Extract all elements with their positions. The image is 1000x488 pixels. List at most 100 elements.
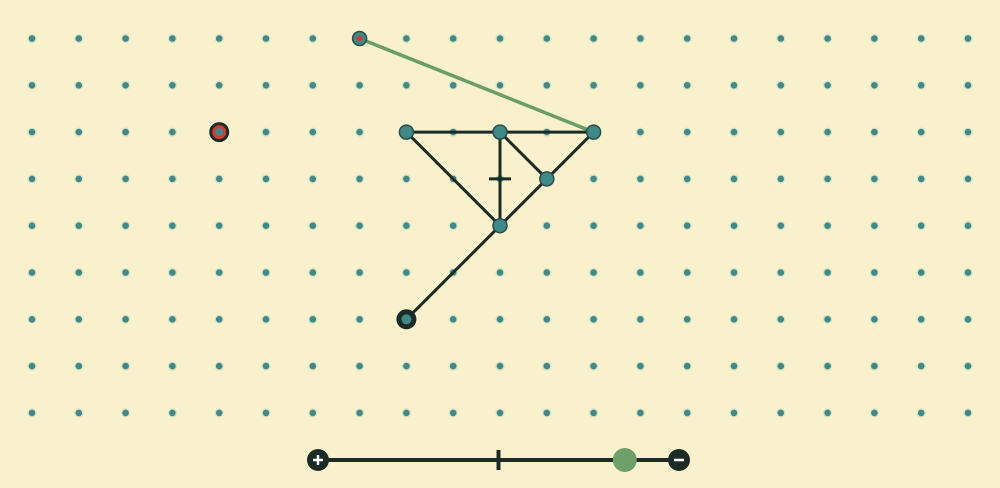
grid-dot[interactable] <box>27 174 37 184</box>
grid-dot[interactable] <box>308 127 318 137</box>
grid-dot[interactable] <box>495 33 505 44</box>
grid-dot[interactable] <box>121 314 131 324</box>
grid-dot[interactable] <box>729 221 739 231</box>
grid-dot[interactable] <box>963 408 973 418</box>
grid-dot[interactable] <box>542 408 552 418</box>
grid-dot[interactable] <box>729 80 739 90</box>
grid-dot[interactable] <box>869 127 880 137</box>
grid-dot[interactable] <box>401 221 411 231</box>
grid-dot[interactable] <box>355 174 365 184</box>
path-node[interactable] <box>585 124 602 140</box>
grid-dot[interactable] <box>495 361 505 371</box>
grid-dot[interactable] <box>635 408 646 418</box>
grid-dot[interactable] <box>869 361 880 371</box>
grid-dot[interactable] <box>823 127 833 137</box>
grid-dot[interactable] <box>916 221 926 231</box>
grid-dot[interactable] <box>355 361 365 371</box>
grid-dot[interactable] <box>589 80 599 90</box>
grid-dot[interactable] <box>776 361 786 371</box>
grid-dot[interactable] <box>729 267 739 278</box>
grid-dot[interactable] <box>542 267 552 278</box>
grid-dot[interactable] <box>121 408 131 418</box>
grid-dot[interactable] <box>635 174 646 184</box>
grid-dot[interactable] <box>121 33 131 44</box>
grid-dot[interactable] <box>589 361 599 371</box>
slider-knob[interactable] <box>612 448 637 472</box>
grid-dot[interactable] <box>74 221 84 231</box>
grid-dot[interactable] <box>448 408 458 418</box>
grid-dot[interactable] <box>823 33 833 44</box>
grid-dot[interactable] <box>401 174 411 184</box>
grid-dot[interactable] <box>448 33 458 44</box>
grid-dot[interactable] <box>27 314 37 324</box>
grid-dot[interactable] <box>589 408 599 418</box>
grid-dot[interactable] <box>355 221 365 231</box>
grid-dot[interactable] <box>27 267 37 278</box>
grid-dot[interactable] <box>635 267 646 278</box>
grid-dot[interactable] <box>401 33 411 44</box>
grid-dot[interactable] <box>869 408 880 418</box>
grid-dot[interactable] <box>121 127 131 137</box>
grid-dot[interactable] <box>729 408 739 418</box>
grid-dot[interactable] <box>308 33 318 44</box>
grid-dot[interactable] <box>27 33 37 44</box>
grid-dot[interactable] <box>214 361 224 371</box>
grid-dot[interactable] <box>729 314 739 324</box>
grid-dot[interactable] <box>401 408 411 418</box>
grid-dot[interactable] <box>495 408 505 418</box>
grid-dot[interactable] <box>823 361 833 371</box>
grid-dot[interactable] <box>635 221 646 231</box>
grid-dot[interactable] <box>823 174 833 184</box>
grid-dot[interactable] <box>261 174 271 184</box>
grid-dot[interactable] <box>74 267 84 278</box>
grid-dot[interactable] <box>589 174 599 184</box>
grid-dot[interactable] <box>261 314 271 324</box>
grid-dot[interactable] <box>776 80 786 90</box>
grid-dot[interactable] <box>963 174 973 184</box>
grid-dot[interactable] <box>682 408 692 418</box>
grid-dot[interactable] <box>401 361 411 371</box>
grid-dot[interactable] <box>589 314 599 324</box>
grid-dot[interactable] <box>776 221 786 231</box>
grid-dot[interactable] <box>729 33 739 44</box>
grid-dot[interactable] <box>589 267 599 278</box>
grid-dot[interactable] <box>776 314 786 324</box>
grid-dot[interactable] <box>916 33 926 44</box>
grid-dot[interactable] <box>308 361 318 371</box>
grid-dot[interactable] <box>214 174 224 184</box>
grid-dot[interactable] <box>635 314 646 324</box>
grid-dot[interactable] <box>355 267 365 278</box>
grid-dot[interactable] <box>869 267 880 278</box>
grid-dot[interactable] <box>27 80 37 90</box>
grid-dot[interactable] <box>355 80 365 90</box>
grid-dot[interactable] <box>635 361 646 371</box>
grid-dot[interactable] <box>261 267 271 278</box>
grid-dot[interactable] <box>542 361 552 371</box>
minus-circle-icon[interactable] <box>668 449 690 471</box>
grid-dot[interactable] <box>635 80 646 90</box>
grid-dot[interactable] <box>448 314 458 324</box>
grid-dot[interactable] <box>823 267 833 278</box>
grid-dot[interactable] <box>635 127 646 137</box>
grid-dot[interactable] <box>167 408 177 418</box>
grid-dot[interactable] <box>729 127 739 137</box>
grid-dot[interactable] <box>776 408 786 418</box>
grid-dot[interactable] <box>963 33 973 44</box>
grid-dot[interactable] <box>167 314 177 324</box>
grid-dot[interactable] <box>682 221 692 231</box>
grid-dot[interactable] <box>261 33 271 44</box>
grid-dot[interactable] <box>214 408 224 418</box>
grid-dot[interactable] <box>308 314 318 324</box>
grid-dot[interactable] <box>261 221 271 231</box>
grid-dot[interactable] <box>74 33 84 44</box>
grid-dot[interactable] <box>214 221 224 231</box>
grid-dot[interactable] <box>869 174 880 184</box>
grid-dot[interactable] <box>823 314 833 324</box>
grid-dot[interactable] <box>308 267 318 278</box>
grid-dot[interactable] <box>823 221 833 231</box>
grid-dot[interactable] <box>963 267 973 278</box>
red-target-node[interactable] <box>209 122 230 143</box>
grid-dot[interactable] <box>261 361 271 371</box>
grid-dot[interactable] <box>963 80 973 90</box>
